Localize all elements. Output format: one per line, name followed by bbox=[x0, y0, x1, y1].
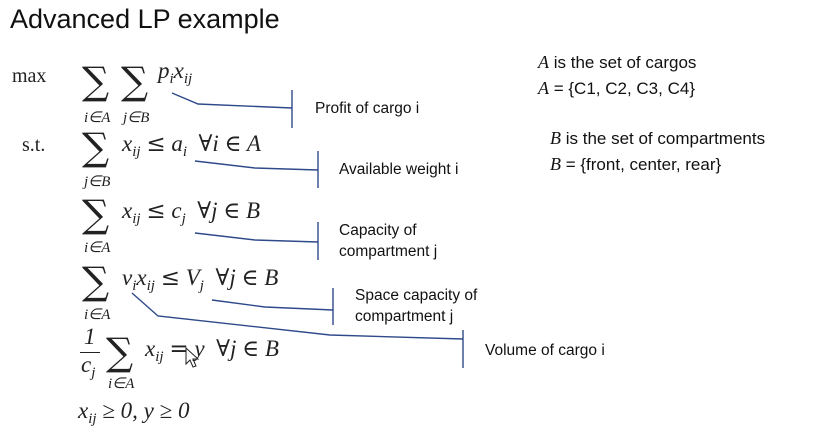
annotation-weight: Available weight i bbox=[339, 161, 459, 178]
sum-limit: i∈A bbox=[84, 110, 111, 126]
max-keyword: max bbox=[12, 65, 47, 87]
constraint-space: vixij ≤ Vj ∀j ∈ B bbox=[122, 265, 279, 294]
definition-a: A is the set of cargos bbox=[538, 52, 697, 72]
sum-symbol: ∑ bbox=[106, 330, 134, 374]
fraction-bar bbox=[80, 352, 100, 353]
connector-volume bbox=[131, 292, 464, 340]
sum-limit: j∈B bbox=[84, 174, 111, 190]
fraction-denominator: cj bbox=[81, 352, 96, 381]
connector-profit bbox=[171, 92, 293, 109]
sum-limit: i∈A bbox=[84, 240, 111, 256]
set-b: B = {front, center, rear} bbox=[550, 154, 722, 174]
objective-term: pixij bbox=[158, 58, 193, 87]
nonnegativity-constraint: xij ≥ 0, y ≥ 0 bbox=[78, 398, 190, 427]
sum-limit: i∈A bbox=[84, 307, 111, 323]
connector-space bbox=[211, 299, 334, 311]
slide-title: Advanced LP example bbox=[10, 4, 280, 34]
connector-weight bbox=[194, 160, 319, 171]
constraint-capacity: xij ≤ cj ∀j ∈ B bbox=[122, 198, 261, 227]
annotation-volume: Volume of cargo i bbox=[485, 342, 605, 359]
connector-capacity bbox=[194, 232, 319, 243]
mouse-cursor-icon bbox=[185, 346, 200, 368]
set-a: A = {C1, C2, C3, C4} bbox=[538, 78, 695, 98]
definition-b: B is the set of compartments bbox=[550, 128, 766, 148]
st-keyword: s.t. bbox=[22, 134, 46, 156]
constraint-weight: xij ≤ ai ∀i ∈ A bbox=[122, 131, 261, 160]
constraint-balance: xij = y ∀j ∈ B bbox=[145, 336, 279, 365]
fraction-numerator: 1 bbox=[84, 324, 96, 349]
sum-symbol: ∑ bbox=[82, 59, 110, 103]
sum-symbol: ∑ bbox=[82, 192, 110, 236]
sum-limit: i∈A bbox=[108, 376, 135, 392]
sum-symbol: ∑ bbox=[82, 259, 110, 303]
sum-symbol: ∑ bbox=[82, 125, 110, 169]
sum-symbol: ∑ bbox=[121, 59, 149, 103]
sum-limit: j∈B bbox=[123, 110, 150, 126]
annotation-profit: Profit of cargo i bbox=[315, 100, 420, 117]
